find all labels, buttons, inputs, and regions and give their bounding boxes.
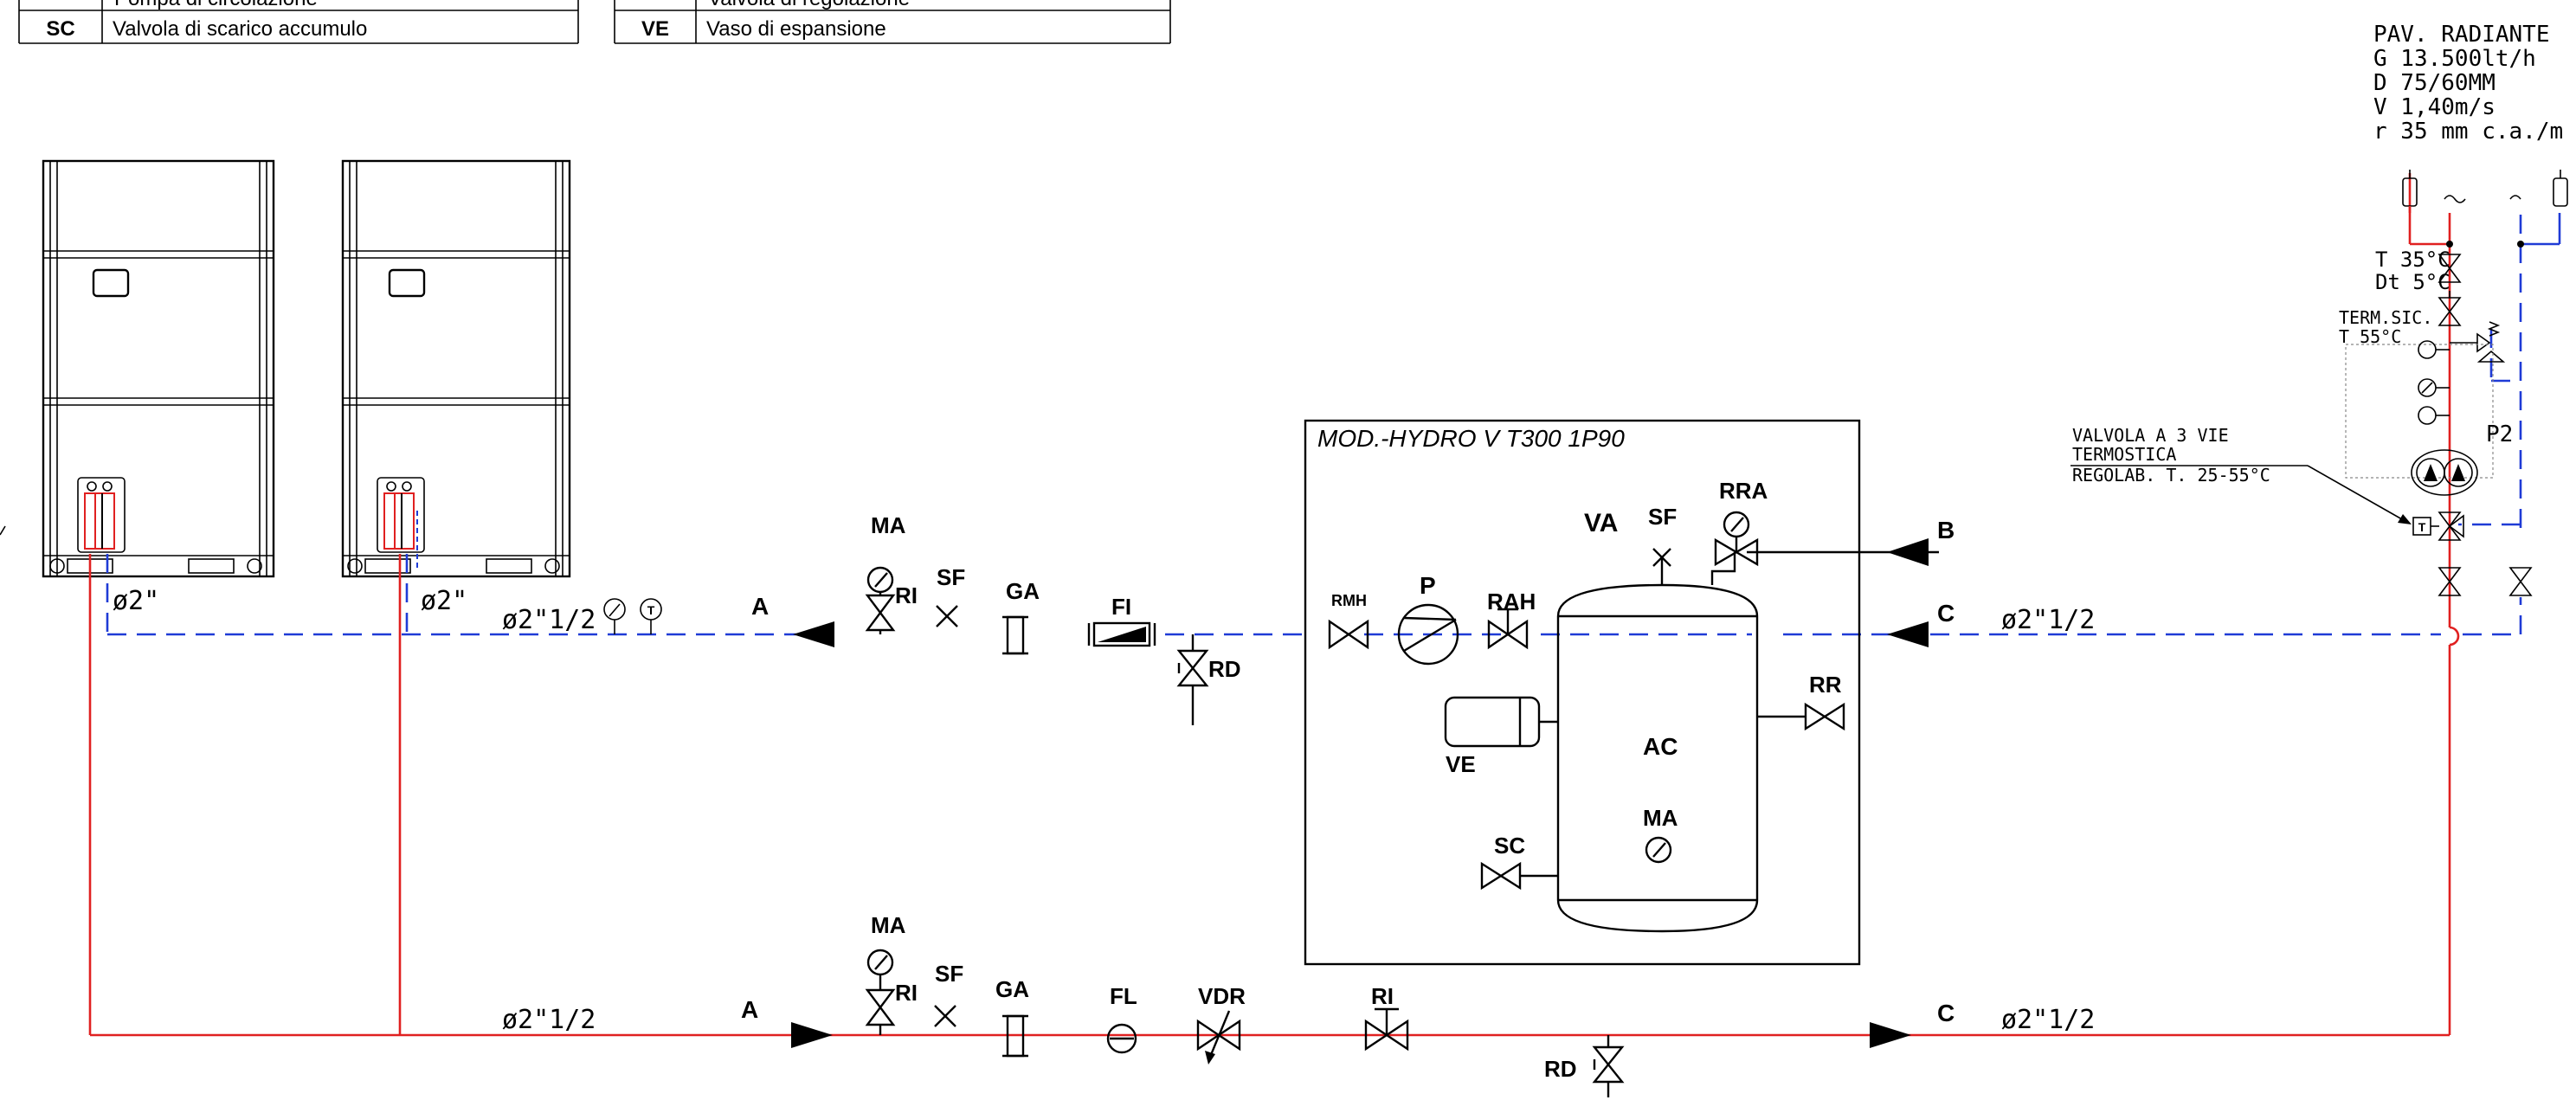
valve-note-line-1: VALVOLA A 3 VIE	[2072, 425, 2229, 446]
floor-heating-info: PAV. RADIANTE G 13.500lt/h D 75/60MM V 1…	[2373, 22, 2563, 145]
outdoor-unit-2	[341, 159, 571, 578]
rd-return-icon	[1176, 649, 1209, 670]
flow-arrow-c-return	[1887, 621, 1929, 647]
legend-right-partial: Valvola di regolazione	[708, 0, 910, 10]
ma-gauge-tank-icon	[1645, 836, 1672, 864]
hydro-label-va: VA	[1584, 509, 1618, 537]
hydro-label-sf: SF	[1648, 504, 1677, 530]
manifold-connector-right-icon	[2553, 177, 2568, 207]
flow-arrow-c-supply	[1870, 1022, 1911, 1048]
return-label-ma: MA	[871, 512, 906, 538]
return-diam-right: ø2"1/2	[2001, 605, 2095, 635]
right-pump-label: P2	[2486, 421, 2513, 447]
return-diam-unit1: ø2"	[113, 586, 159, 616]
supply-label-vdr: VDR	[1198, 983, 1246, 1009]
return-label-a: A	[751, 593, 769, 620]
hydro-label-rmh: RMH	[1331, 592, 1367, 609]
hydro-module-title: MOD.-HYDRO V T300 1P90	[1317, 425, 1625, 452]
return-label-c: C	[1937, 600, 1955, 627]
return-diam-unit2: ø2"	[421, 586, 467, 616]
floor-info-line-3: D 75/60MM	[2373, 70, 2496, 96]
legend-right-desc-ve: Vaso di espansione	[706, 17, 886, 41]
return-label-sf: SF	[937, 564, 965, 590]
rd-supply-icon	[1592, 1045, 1625, 1066]
floor-info-line-4: V 1,40m/s	[2373, 94, 2496, 120]
sensor-icon-1	[2418, 340, 2437, 359]
hydro-label-ve: VE	[1446, 751, 1476, 777]
legend-right-code-ve: VE	[641, 17, 669, 41]
rah-valve-icon	[1487, 619, 1510, 650]
legend-table-left: Pompa di circolazione SC Valvola di scar…	[18, 0, 579, 44]
ga-return-icon	[1006, 615, 1025, 655]
return-line-components: A T MA RI SF GA FI	[113, 512, 2095, 725]
hydro-label-p: P	[1420, 572, 1436, 599]
right-valve-tag: T	[2418, 520, 2426, 534]
right-t-line1: T 35°C	[2375, 248, 2450, 272]
supply-label-ma: MA	[871, 912, 906, 938]
hydro-label-rr: RR	[1809, 672, 1842, 698]
return-diam-main: ø2"1/2	[502, 605, 596, 635]
return-pipework	[106, 213, 2561, 636]
svg-text:T: T	[647, 603, 655, 617]
fi-filter-icon	[1092, 621, 1151, 647]
supply-diam-right: ø2"1/2	[2001, 1005, 2095, 1035]
right-term-line2: T 55°C	[2339, 326, 2401, 347]
rr-valve-icon	[1804, 702, 1827, 731]
return-label-b: B	[1937, 517, 1955, 544]
supply-label-fl: FL	[1110, 983, 1137, 1009]
ve-vessel-icon	[1444, 696, 1541, 748]
supply-label-rd: RD	[1544, 1056, 1577, 1082]
supply-label-c: C	[1937, 1000, 1955, 1026]
hydro-label-rra: RRA	[1719, 478, 1768, 504]
hydro-label-sc: SC	[1494, 833, 1525, 859]
pump-p2-icon	[2411, 449, 2478, 496]
supply-label-sf: SF	[935, 961, 963, 987]
supply-label-ri: RI	[895, 980, 918, 1006]
floor-info-line-2: G 13.500lt/h	[2373, 46, 2536, 72]
return-label-ga: GA	[1006, 578, 1040, 604]
right-t-line2: Dt 5°C	[2375, 270, 2450, 294]
return-label-ri: RI	[895, 582, 918, 608]
hydro-label-ma: MA	[1643, 805, 1678, 831]
manifold-assembly: T 35°C Dt 5°C TERM.SIC. T 55°C P2	[2070, 170, 2568, 596]
supply-label-a: A	[741, 996, 758, 1023]
return-label-fi: FI	[1111, 594, 1131, 620]
supply-line-components: A MA RI SF GA FL VDR RI	[502, 912, 2095, 1097]
legend-left-partial: Pompa di circolazione	[114, 0, 318, 10]
supply-label-ga: GA	[995, 976, 1029, 1002]
flow-arrow-a-return	[793, 621, 834, 647]
vdr-valve-icon	[1196, 1019, 1221, 1052]
supply-diam-main: ø2"1/2	[502, 1005, 596, 1035]
legend-left-code-sc: SC	[46, 17, 74, 41]
hydro-module: MOD.-HYDRO V T300 1P90 RMH P RAH AC MA V…	[1304, 419, 1861, 966]
sc-valve-icon	[1480, 861, 1504, 891]
fl-flowmeter-icon	[1106, 1023, 1137, 1054]
valve-note-line-2: TERMOSTICA	[2072, 444, 2176, 465]
legend-table-right: Valvola di regolazione VE Vaso di espans…	[614, 0, 1171, 44]
rmh-valve-icon	[1328, 619, 1351, 650]
hydro-label-ac: AC	[1643, 733, 1678, 760]
flow-arrow-b	[1887, 538, 1929, 566]
ri2-valve-icon	[1364, 1019, 1389, 1052]
floor-info-line-5: r 35 mm c.a./m	[2373, 119, 2563, 145]
hydro-label-rah: RAH	[1487, 589, 1536, 614]
outdoor-unit-1	[42, 159, 275, 578]
floor-info-line-1: PAV. RADIANTE	[2373, 22, 2550, 48]
rra-valve-icon	[1714, 537, 1739, 567]
right-term-line1: TERM.SIC.	[2339, 307, 2432, 328]
return-label-rd: RD	[1208, 656, 1241, 682]
legend-left-desc-sc: Valvola di scarico accumulo	[113, 17, 367, 41]
flow-arrow-a-supply	[791, 1022, 833, 1048]
pump-p-icon	[1397, 603, 1459, 666]
ri-valve-supply-icon	[865, 988, 896, 1009]
valve-note-line-3: REGOLAB. T. 25-55°C	[2072, 465, 2270, 486]
three-way-valve-icon	[2438, 511, 2462, 528]
ri-valve-return-icon	[865, 594, 896, 614]
sensor-icon-3	[2418, 406, 2437, 425]
supply-label-ri2: RI	[1371, 983, 1394, 1009]
